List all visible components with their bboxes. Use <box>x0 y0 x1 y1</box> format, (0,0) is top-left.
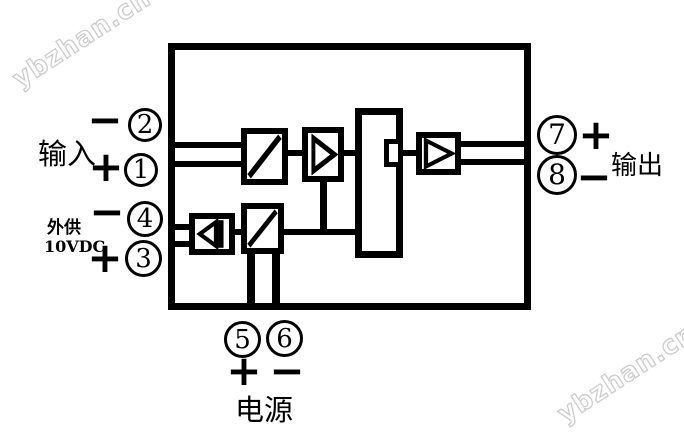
wire-supply-to-transformer <box>282 229 357 235</box>
wire-power-terminal6 <box>272 250 280 307</box>
watermark-top-left: ybzhan.cn <box>7 0 157 95</box>
module-outline <box>168 43 531 310</box>
aux-supply-voltage-label: 10VDC <box>44 237 106 256</box>
terminal-4: 4 <box>127 201 163 237</box>
diagonal-line-icon <box>247 134 282 179</box>
wire-aux-bottom <box>175 241 190 247</box>
transformer-output-tap <box>384 139 403 167</box>
aux-supply-label: 外供 <box>47 218 81 237</box>
terminal-4-sign: − <box>89 187 125 236</box>
amplifier-triangle-icon <box>423 138 455 169</box>
amplifier-triangle-icon <box>311 133 338 176</box>
wire-regulator-to-modulator <box>233 229 242 235</box>
terminal-7: 7 <box>537 115 577 155</box>
regulator-triangle-bar-icon <box>196 219 224 249</box>
power-label: 电源 <box>235 395 294 427</box>
wire-aux-top <box>175 224 190 230</box>
terminal-5: 5 <box>224 321 261 358</box>
wire-modulator-to-amp <box>286 150 304 156</box>
terminal-1: 1 <box>124 153 158 187</box>
supply-modulator-block <box>241 203 284 254</box>
terminal-7-sign: + <box>578 110 614 159</box>
terminal-6: 6 <box>266 320 303 357</box>
terminal-6-sign: − <box>269 346 305 395</box>
wire-amp-to-transformer <box>342 150 357 156</box>
terminal-2-sign: − <box>87 95 123 144</box>
wire-transformer-to-output-amp <box>401 150 418 156</box>
input-modulator-block <box>241 128 288 185</box>
terminal-5-sign: + <box>226 346 262 395</box>
diagonal-line-icon <box>247 209 278 248</box>
terminal-8-sign: − <box>576 152 612 201</box>
output-label: 输出 <box>611 150 664 180</box>
wire-output-bottom <box>459 159 525 165</box>
wire-input-bottom <box>175 161 242 167</box>
input-amplifier-block <box>302 127 344 182</box>
terminal-3-sign: + <box>87 233 123 282</box>
input-label: 输入 <box>38 139 97 171</box>
supply-regulator-block <box>189 213 235 255</box>
watermark-bottom-right: ybzhan.cn <box>552 318 684 431</box>
terminal-1-sign: + <box>88 142 124 191</box>
wire-power-terminal5 <box>247 250 255 307</box>
terminal-3: 3 <box>125 240 162 277</box>
terminal-8: 8 <box>537 155 577 195</box>
output-amplifier-block <box>416 132 461 175</box>
wire-output-top <box>459 141 525 147</box>
isolation-transformer-block <box>355 108 403 258</box>
wire-input-top <box>175 142 242 148</box>
terminal-2: 2 <box>128 108 162 142</box>
wire-amp-down <box>320 180 327 235</box>
